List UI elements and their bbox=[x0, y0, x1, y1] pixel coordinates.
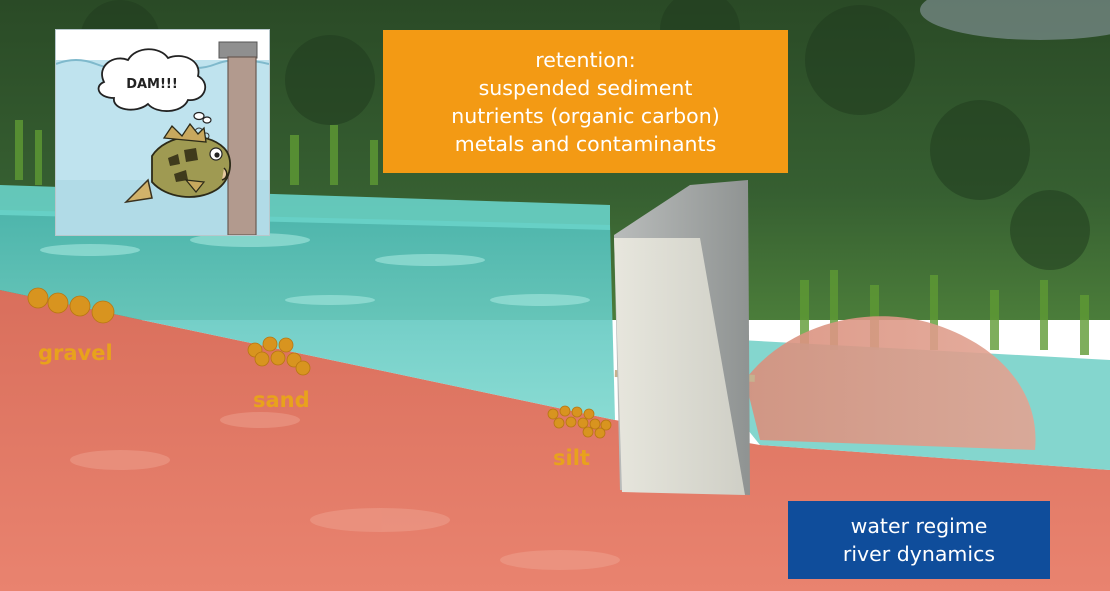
silt-label: silt bbox=[553, 446, 590, 470]
sand-label: sand bbox=[253, 388, 310, 412]
retention-item-nutrients: nutrients (organic carbon) bbox=[451, 103, 720, 128]
riverbed-texture bbox=[70, 412, 620, 570]
grass-stripes bbox=[15, 120, 1089, 355]
river-dynamics-line: river dynamics bbox=[842, 542, 996, 566]
silt-grains bbox=[547, 405, 612, 439]
water-ripples bbox=[40, 233, 590, 306]
retention-heading: retention: bbox=[535, 47, 636, 72]
retention-item-sediment: suspended sediment bbox=[478, 75, 693, 100]
bass-fish bbox=[123, 122, 231, 204]
fish-cartoon-panel: DAM!!! bbox=[55, 29, 270, 236]
speech-bubble-text: DAM!!! bbox=[126, 77, 178, 92]
dam-wall bbox=[614, 238, 745, 495]
water-regime-box: water regime river dynamics bbox=[788, 501, 1050, 579]
sand-grains bbox=[247, 336, 311, 376]
speech-bubble: DAM!!! bbox=[97, 48, 207, 112]
retention-info-box: retention: suspended sediment nutrients … bbox=[383, 30, 788, 173]
sediment-plume bbox=[745, 316, 1036, 450]
gravel-label: gravel bbox=[38, 341, 113, 365]
fish-cartoon-drawing: DAM!!! bbox=[56, 30, 269, 235]
retention-item-contaminants: metals and contaminants bbox=[454, 131, 717, 156]
water-regime-line: water regime bbox=[850, 514, 988, 538]
gravel-grains bbox=[27, 287, 115, 324]
sky-patch bbox=[920, 0, 1110, 40]
